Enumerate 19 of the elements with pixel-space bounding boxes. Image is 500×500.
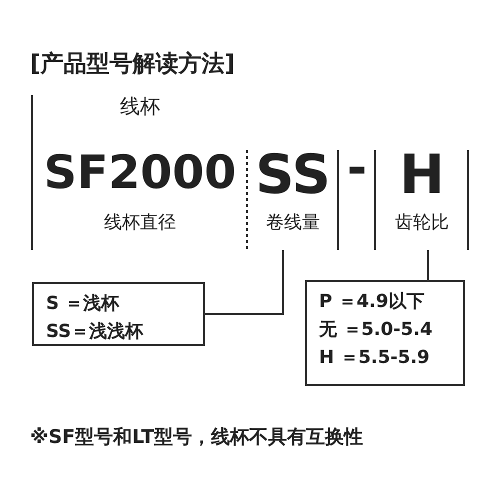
separator-text: -: [346, 140, 368, 196]
segment-caption: 卷线量: [265, 213, 321, 233]
segment-caption: 齿轮比: [394, 213, 450, 233]
definition-text: SS＝浅浅杯: [46, 320, 144, 344]
title: [产品型号解读方法]: [30, 50, 236, 79]
definition-text: P ＝4.9以下: [319, 290, 426, 314]
connector-line: [205, 250, 284, 315]
segment-caption: 线杯直径: [103, 213, 177, 233]
definition-text: H ＝5.5-5.9: [319, 346, 431, 370]
model-code: SS: [254, 145, 332, 204]
model-code: SF2000: [42, 147, 238, 198]
definition-text: S ＝浅杯: [46, 292, 120, 316]
segment-heading: 线杯: [119, 95, 161, 117]
definition-box: [32, 282, 205, 346]
definition-box: [305, 280, 465, 386]
model-code: H: [398, 145, 446, 204]
connector-line: [427, 250, 429, 280]
definition-text: 无 ＝5.0-5.4: [319, 318, 434, 342]
footnote: ※SF型号和LT型号，线杯不具有互换性: [30, 425, 364, 450]
